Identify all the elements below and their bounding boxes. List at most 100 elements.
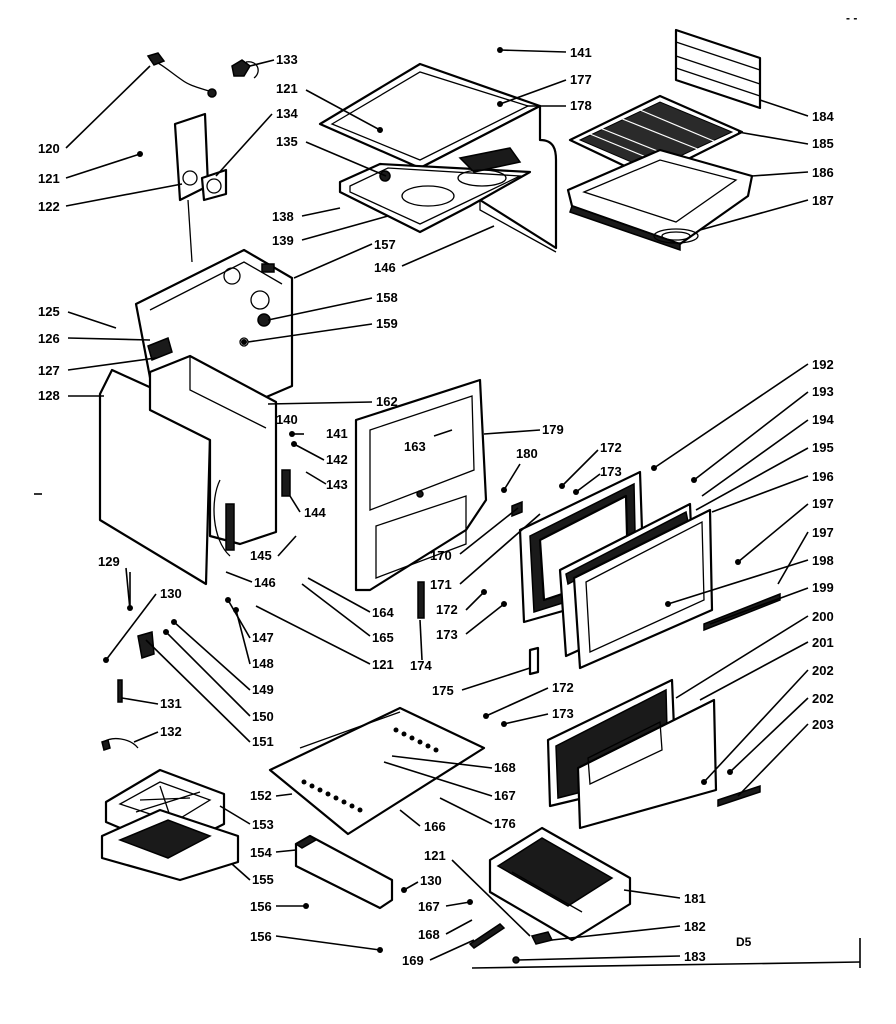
small-parts	[101, 469, 540, 949]
callout-193: 193	[812, 384, 834, 399]
callout-128: 128	[38, 388, 60, 403]
part-200-drawer-front	[546, 678, 761, 830]
callout-185: 185	[812, 136, 834, 151]
part-120-cable	[146, 52, 217, 98]
fastener-dots	[103, 47, 741, 953]
callout-129: 129	[98, 554, 120, 569]
callout-132: 132	[160, 724, 182, 739]
callout-130: 130	[420, 873, 442, 888]
callout-167: 167	[418, 899, 440, 914]
leader-lines	[65, 49, 809, 961]
callout-121: 121	[276, 81, 298, 96]
callout-194: 194	[812, 412, 834, 427]
callout-165: 165	[372, 630, 394, 645]
callout-145: 145	[250, 548, 272, 563]
part-182-183-glide	[512, 931, 554, 964]
callout-151: 151	[252, 734, 274, 749]
callout-139: 139	[272, 233, 294, 248]
callout-152: 152	[250, 788, 272, 803]
callout-197: 197	[812, 525, 834, 540]
callout-166: 166	[424, 819, 446, 834]
callout-174: 174	[410, 658, 432, 673]
callout-134: 134	[276, 106, 298, 121]
callout-171: 171	[430, 577, 452, 592]
callout-121: 121	[372, 657, 394, 672]
part-162-oven-liner	[148, 354, 278, 557]
corner-mark: - -	[846, 11, 857, 25]
callout-146: 146	[374, 260, 396, 275]
callout-154: 154	[250, 845, 272, 860]
callout-197: 197	[812, 496, 834, 511]
callout-142: 142	[326, 452, 348, 467]
callout-140: 140	[276, 412, 298, 427]
callout-177: 177	[570, 72, 592, 87]
callout-153: 153	[252, 817, 274, 832]
callout-141: 141	[570, 45, 592, 60]
callout-156: 156	[250, 929, 272, 944]
callout-146: 146	[254, 575, 276, 590]
callout-196: 196	[812, 469, 834, 484]
callout-157: 157	[374, 237, 396, 252]
part-181-drawer	[488, 826, 632, 942]
callout-199: 199	[812, 580, 834, 595]
callout-172: 172	[600, 440, 622, 455]
callout-147: 147	[252, 630, 274, 645]
callout-184: 184	[812, 109, 834, 124]
callout-120: 120	[38, 141, 60, 156]
callout-167: 167	[494, 788, 516, 803]
callout-labels: 120 121 122 133 121 134 135 138 139 146 …	[38, 11, 857, 968]
part-122-bracket	[173, 112, 228, 202]
callout-127: 127	[38, 363, 60, 378]
part-152-control-panel	[268, 706, 486, 836]
part-155-drip-pan	[100, 808, 240, 882]
callout-155: 155	[252, 872, 274, 887]
callout-173: 173	[600, 464, 622, 479]
callout-172: 172	[552, 680, 574, 695]
callout-175: 175	[432, 683, 454, 698]
callout-150: 150	[252, 709, 274, 724]
callout-135: 135	[276, 134, 298, 149]
part-184-backguard	[674, 28, 762, 110]
callout-138: 138	[272, 209, 294, 224]
callout-122: 122	[38, 199, 60, 214]
callout-183: 183	[684, 949, 706, 964]
frame-lines	[34, 493, 861, 969]
callout-121: 121	[424, 848, 446, 863]
callout-162: 162	[376, 394, 398, 409]
callout-149: 149	[252, 682, 274, 697]
callout-178: 178	[570, 98, 592, 113]
callout-163: 163	[404, 439, 426, 454]
part-cooktop-top	[318, 62, 558, 253]
callout-131: 131	[160, 696, 182, 711]
callout-201: 201	[812, 635, 834, 650]
callout-202: 202	[812, 663, 834, 678]
callout-173: 173	[436, 627, 458, 642]
part-179-oven-frame	[354, 378, 488, 592]
callout-192: 192	[812, 357, 834, 372]
callout-159: 159	[376, 316, 398, 331]
callout-186: 186	[812, 165, 834, 180]
callout-164: 164	[372, 605, 394, 620]
callout-176: 176	[494, 816, 516, 831]
assembly-line	[187, 199, 193, 263]
callout-156: 156	[250, 899, 272, 914]
callout-179: 179	[542, 422, 564, 437]
callout-202: 202	[812, 691, 834, 706]
callout-144: 144	[304, 505, 326, 520]
callout-182: 182	[684, 919, 706, 934]
callout-168: 168	[494, 760, 516, 775]
callout-195: 195	[812, 440, 834, 455]
diagram-code: D5	[736, 935, 752, 949]
part-186-187-pan	[566, 148, 754, 252]
callout-141: 141	[326, 426, 348, 441]
callout-200: 200	[812, 609, 834, 624]
callout-133: 133	[276, 52, 298, 67]
callout-198: 198	[812, 553, 834, 568]
part-133-clip	[231, 59, 259, 79]
callout-181: 181	[684, 891, 706, 906]
callout-187: 187	[812, 193, 834, 208]
callout-121: 121	[38, 171, 60, 186]
callout-158: 158	[376, 290, 398, 305]
callout-143: 143	[326, 477, 348, 492]
